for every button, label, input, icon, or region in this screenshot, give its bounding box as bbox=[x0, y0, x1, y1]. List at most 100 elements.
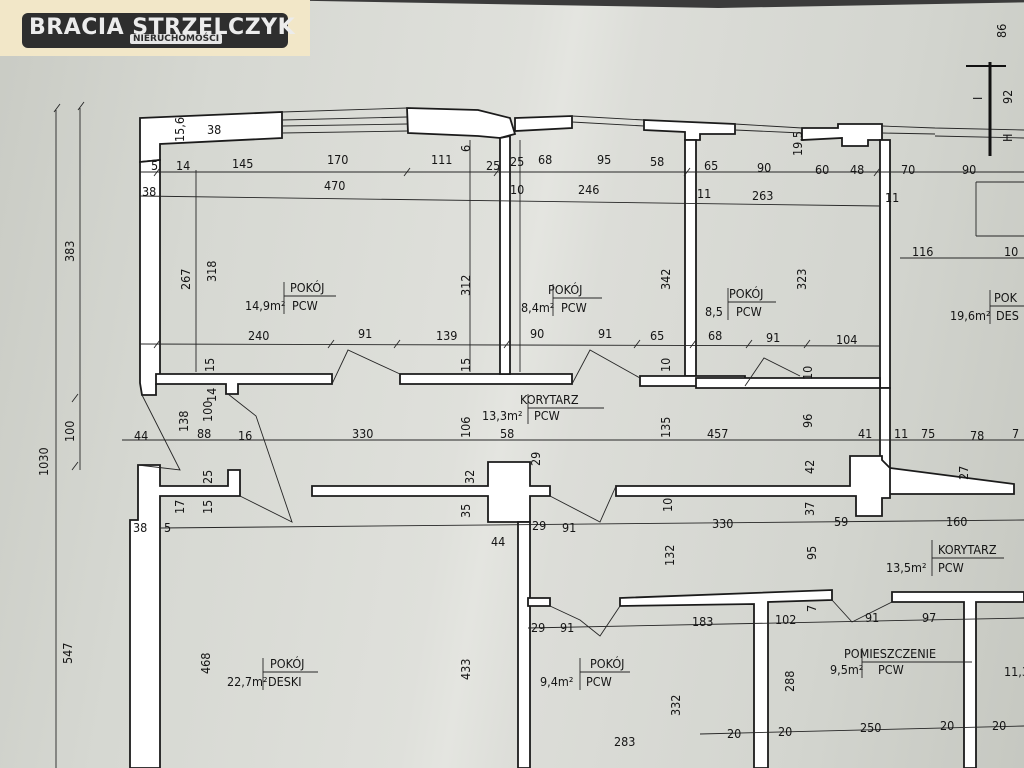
dim-label: 27 bbox=[956, 466, 971, 480]
dim-label: 95 bbox=[597, 152, 611, 167]
dim-label: I bbox=[970, 97, 985, 100]
room-area: 13,5m² bbox=[886, 560, 927, 575]
room-label: KORYTARZ 13,5m² PCW bbox=[886, 540, 1004, 576]
dim-label: 116 bbox=[912, 244, 933, 259]
dim-label: 433 bbox=[458, 659, 473, 680]
room-label: POKÓJ 8,5 PCW bbox=[705, 286, 776, 320]
dim-label: 547 bbox=[60, 643, 75, 664]
dim-label: 29 bbox=[532, 518, 546, 533]
room-area: 9,4m² bbox=[540, 674, 573, 689]
dim-label: 14 bbox=[204, 388, 219, 402]
dimension-labels: 38 15,6 5 14 145 170 111 6 25 25 68 95 5… bbox=[36, 24, 1019, 749]
room-area: 11,3 bbox=[1004, 664, 1024, 679]
dim-label: 145 bbox=[232, 156, 253, 171]
room-floor: PCW bbox=[586, 674, 612, 689]
dim-label: 32 bbox=[462, 470, 477, 484]
dim-label: 330 bbox=[712, 516, 733, 531]
room-label: POKÓJ 14,9m² PCW bbox=[245, 280, 336, 314]
dim-label: 330 bbox=[352, 426, 373, 441]
dim-label: 468 bbox=[198, 653, 213, 674]
dim-label: 10 bbox=[510, 182, 524, 197]
dim-label: 14 bbox=[176, 158, 190, 173]
dim-label: 323 bbox=[794, 269, 809, 290]
dim-label: 312 bbox=[458, 275, 473, 296]
dim-label: 20 bbox=[727, 726, 741, 741]
room-floor: DESKI bbox=[268, 674, 302, 689]
dim-label: 38 bbox=[207, 122, 221, 137]
room-name: POK bbox=[994, 290, 1018, 305]
dim-label: 58 bbox=[650, 154, 664, 169]
dim-label: 70 bbox=[901, 162, 915, 177]
dim-label: 90 bbox=[530, 326, 544, 341]
dim-label: 132 bbox=[662, 545, 677, 566]
dim-label: 170 bbox=[327, 152, 348, 167]
dim-label: 65 bbox=[650, 328, 664, 343]
room-floor: DES bbox=[996, 308, 1019, 323]
dim-label: 15 bbox=[200, 500, 215, 514]
dim-label: 20 bbox=[778, 724, 792, 739]
dim-label: 10 bbox=[1004, 244, 1018, 259]
room-name: POKÓJ bbox=[548, 282, 583, 297]
dim-label: 111 bbox=[431, 152, 452, 167]
dim-label: 58 bbox=[500, 426, 514, 441]
dim-label: 470 bbox=[324, 178, 345, 193]
room-floor: PCW bbox=[534, 408, 560, 423]
dim-label: 75 bbox=[921, 426, 935, 441]
dim-label: 65 bbox=[704, 158, 718, 173]
room-label: POKÓJ 22,7m² DESKI bbox=[227, 656, 318, 690]
dim-label: 48 bbox=[850, 162, 864, 177]
dim-label: 44 bbox=[134, 428, 148, 443]
dim-label: H bbox=[1000, 134, 1015, 142]
dim-label: 59 bbox=[834, 514, 848, 529]
dim-label: 10 bbox=[800, 366, 815, 380]
room-floor: PCW bbox=[736, 304, 762, 319]
dim-label: 11 bbox=[894, 426, 908, 441]
room-label: 11,3 bbox=[1004, 664, 1024, 679]
dim-label: 35 bbox=[458, 504, 473, 518]
room-area: 22,7m² bbox=[227, 674, 268, 689]
room-floor: PCW bbox=[878, 662, 904, 677]
dimension-lines bbox=[53, 101, 1024, 768]
room-area: 14,9m² bbox=[245, 298, 286, 313]
dim-label: 15 bbox=[458, 358, 473, 372]
dim-label: 240 bbox=[248, 328, 269, 343]
dim-label: 88 bbox=[197, 426, 211, 441]
dim-label: 102 bbox=[775, 612, 796, 627]
photo-edge-shadow bbox=[260, 0, 1024, 8]
room-name: POKÓJ bbox=[290, 280, 325, 295]
dim-label: 11 bbox=[885, 190, 899, 205]
dim-label: 29 bbox=[528, 452, 543, 466]
dim-label: 106 bbox=[458, 417, 473, 438]
room-area: 9,5m² bbox=[830, 662, 863, 677]
dim-label: 91 bbox=[598, 326, 612, 341]
room-area: 13,3m² bbox=[482, 408, 523, 423]
dim-label: 332 bbox=[668, 695, 683, 716]
dim-label: 288 bbox=[782, 671, 797, 692]
dim-label: 97 bbox=[922, 610, 936, 625]
room-floor: PCW bbox=[292, 298, 318, 313]
room-name: POMIESZCZENIE bbox=[844, 646, 936, 661]
watermark-logo: BRACIA STRZELCZYK NIERUCHOMOŚCI bbox=[0, 0, 310, 56]
dim-label: 91 bbox=[865, 610, 879, 625]
dim-label: 17 bbox=[172, 500, 187, 514]
dim-label: 318 bbox=[204, 261, 219, 282]
dim-label: 7 bbox=[804, 605, 819, 612]
dim-label: 1030 bbox=[36, 447, 51, 476]
dim-label: 37 bbox=[802, 502, 817, 516]
dim-label: 68 bbox=[538, 152, 552, 167]
dim-label: 104 bbox=[836, 332, 857, 347]
room-area: 8,4m² bbox=[521, 300, 554, 315]
dim-label: 457 bbox=[707, 426, 728, 441]
dim-label: 90 bbox=[757, 160, 771, 175]
room-label: POKÓJ 8,4m² PCW bbox=[521, 282, 602, 316]
dim-label: 91 bbox=[766, 330, 780, 345]
dim-label: 91 bbox=[560, 620, 574, 635]
dim-label: 7 bbox=[1012, 426, 1019, 441]
room-name: POKÓJ bbox=[729, 286, 764, 301]
dim-label: 38 bbox=[142, 184, 156, 199]
dim-label: 60 bbox=[815, 162, 829, 177]
room-label: POKÓJ 9,4m² PCW bbox=[540, 656, 630, 690]
dim-label: 96 bbox=[800, 414, 815, 428]
room-name: POKÓJ bbox=[270, 656, 305, 671]
